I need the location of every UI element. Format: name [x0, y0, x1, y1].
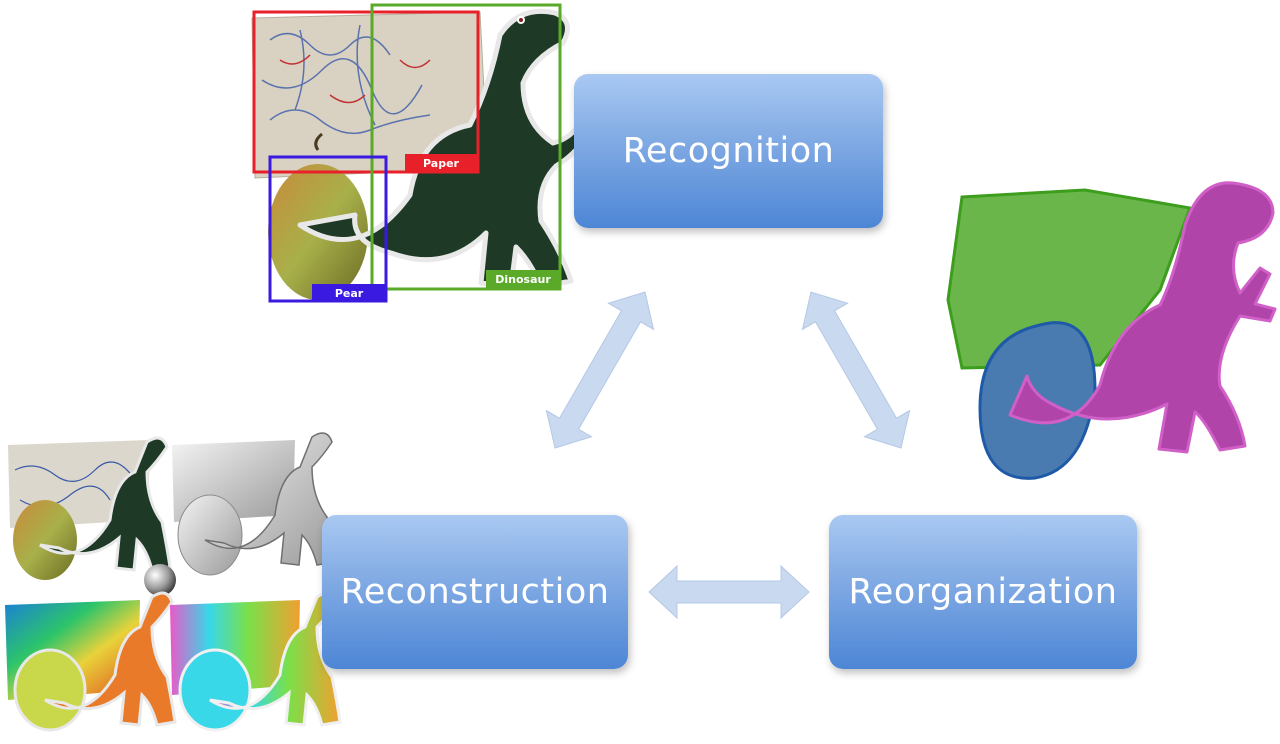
reconstruction-node: Reconstruction — [322, 515, 628, 669]
dinosaur-bbox — [370, 3, 562, 291]
recognition-node: Recognition — [574, 74, 883, 228]
arrows — [545, 291, 911, 620]
paper-tag: Paper — [423, 157, 460, 170]
reorganization-label: Reorganization — [848, 572, 1118, 612]
pear-tag: Pear — [335, 287, 364, 300]
arrow-recognition-reconstruction — [545, 291, 655, 449]
reconstruction-renders — [5, 432, 342, 732]
paper-tag-bg — [405, 154, 478, 172]
reconstruction-label: Reconstruction — [340, 572, 610, 612]
paper-bbox — [252, 10, 480, 174]
dinosaur-tag-bg — [486, 270, 560, 289]
dinosaur-tag: Dinosaur — [495, 273, 551, 286]
recognition-label: Recognition — [622, 131, 835, 171]
segmentation-illustration — [946, 181, 1277, 480]
arrow-recognition-reorganization — [801, 291, 911, 449]
pear-tag-bg — [312, 284, 386, 301]
arrow-reconstruction-reorganization — [648, 564, 810, 620]
recognition-photo: Paper Pear Dinosaur — [251, 3, 594, 303]
dinosaur-segment — [1008, 181, 1277, 454]
reorganization-node: Reorganization — [829, 515, 1137, 669]
